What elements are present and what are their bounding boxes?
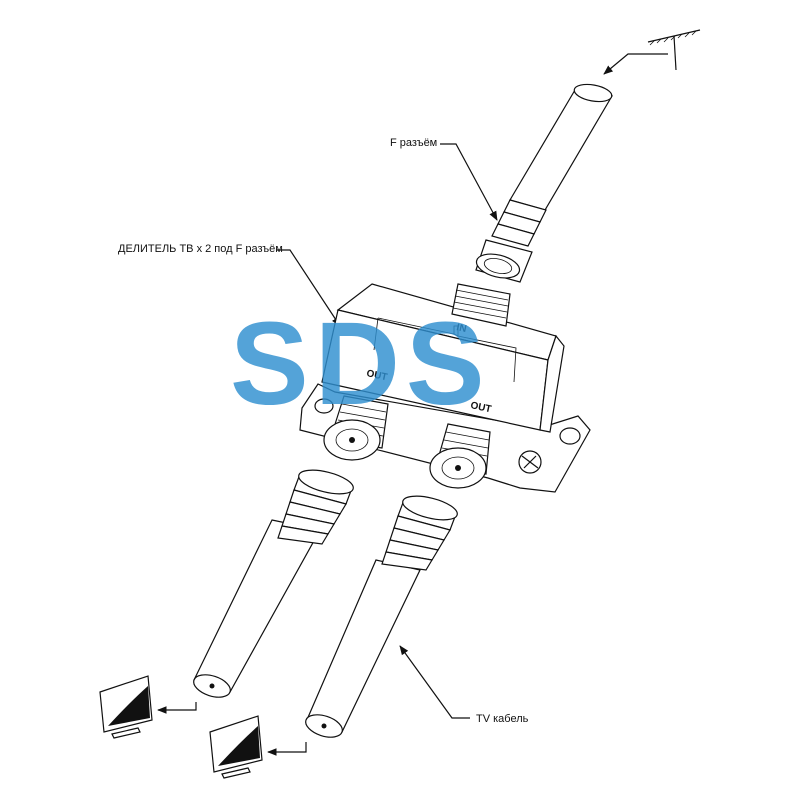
right-tv-arrow (267, 742, 307, 756)
tv-cable-label: TV кабель (476, 713, 529, 725)
f-connector-arrow (440, 143, 498, 221)
splitter-label: ДЕЛИТЕЛЬ ТВ x 2 под F разъём (118, 243, 283, 255)
right-cable (305, 559, 421, 738)
tv-icon-left (99, 675, 153, 739)
tv-cable-arrow (399, 645, 470, 719)
left-cable (193, 519, 321, 698)
top-cable (509, 83, 613, 211)
port-label-out-left: OUT (365, 368, 388, 383)
sds-watermark: SDS (230, 298, 491, 430)
splitter-arrow (276, 249, 341, 327)
input-port (451, 283, 511, 327)
left-f-connector (277, 469, 354, 545)
top-f-connector (475, 199, 547, 283)
antenna-icon (647, 29, 701, 71)
output-port-left (323, 395, 389, 461)
left-tv-arrow (157, 702, 197, 714)
tv-icon-right (209, 715, 263, 779)
port-label-in: IN (455, 322, 467, 335)
output-port-right (429, 423, 491, 489)
port-label-out-right: OUT (469, 400, 492, 415)
f-connector-label: F разъём (390, 137, 437, 149)
antenna-pointer-arrow (603, 53, 668, 75)
right-f-connector (381, 495, 458, 571)
